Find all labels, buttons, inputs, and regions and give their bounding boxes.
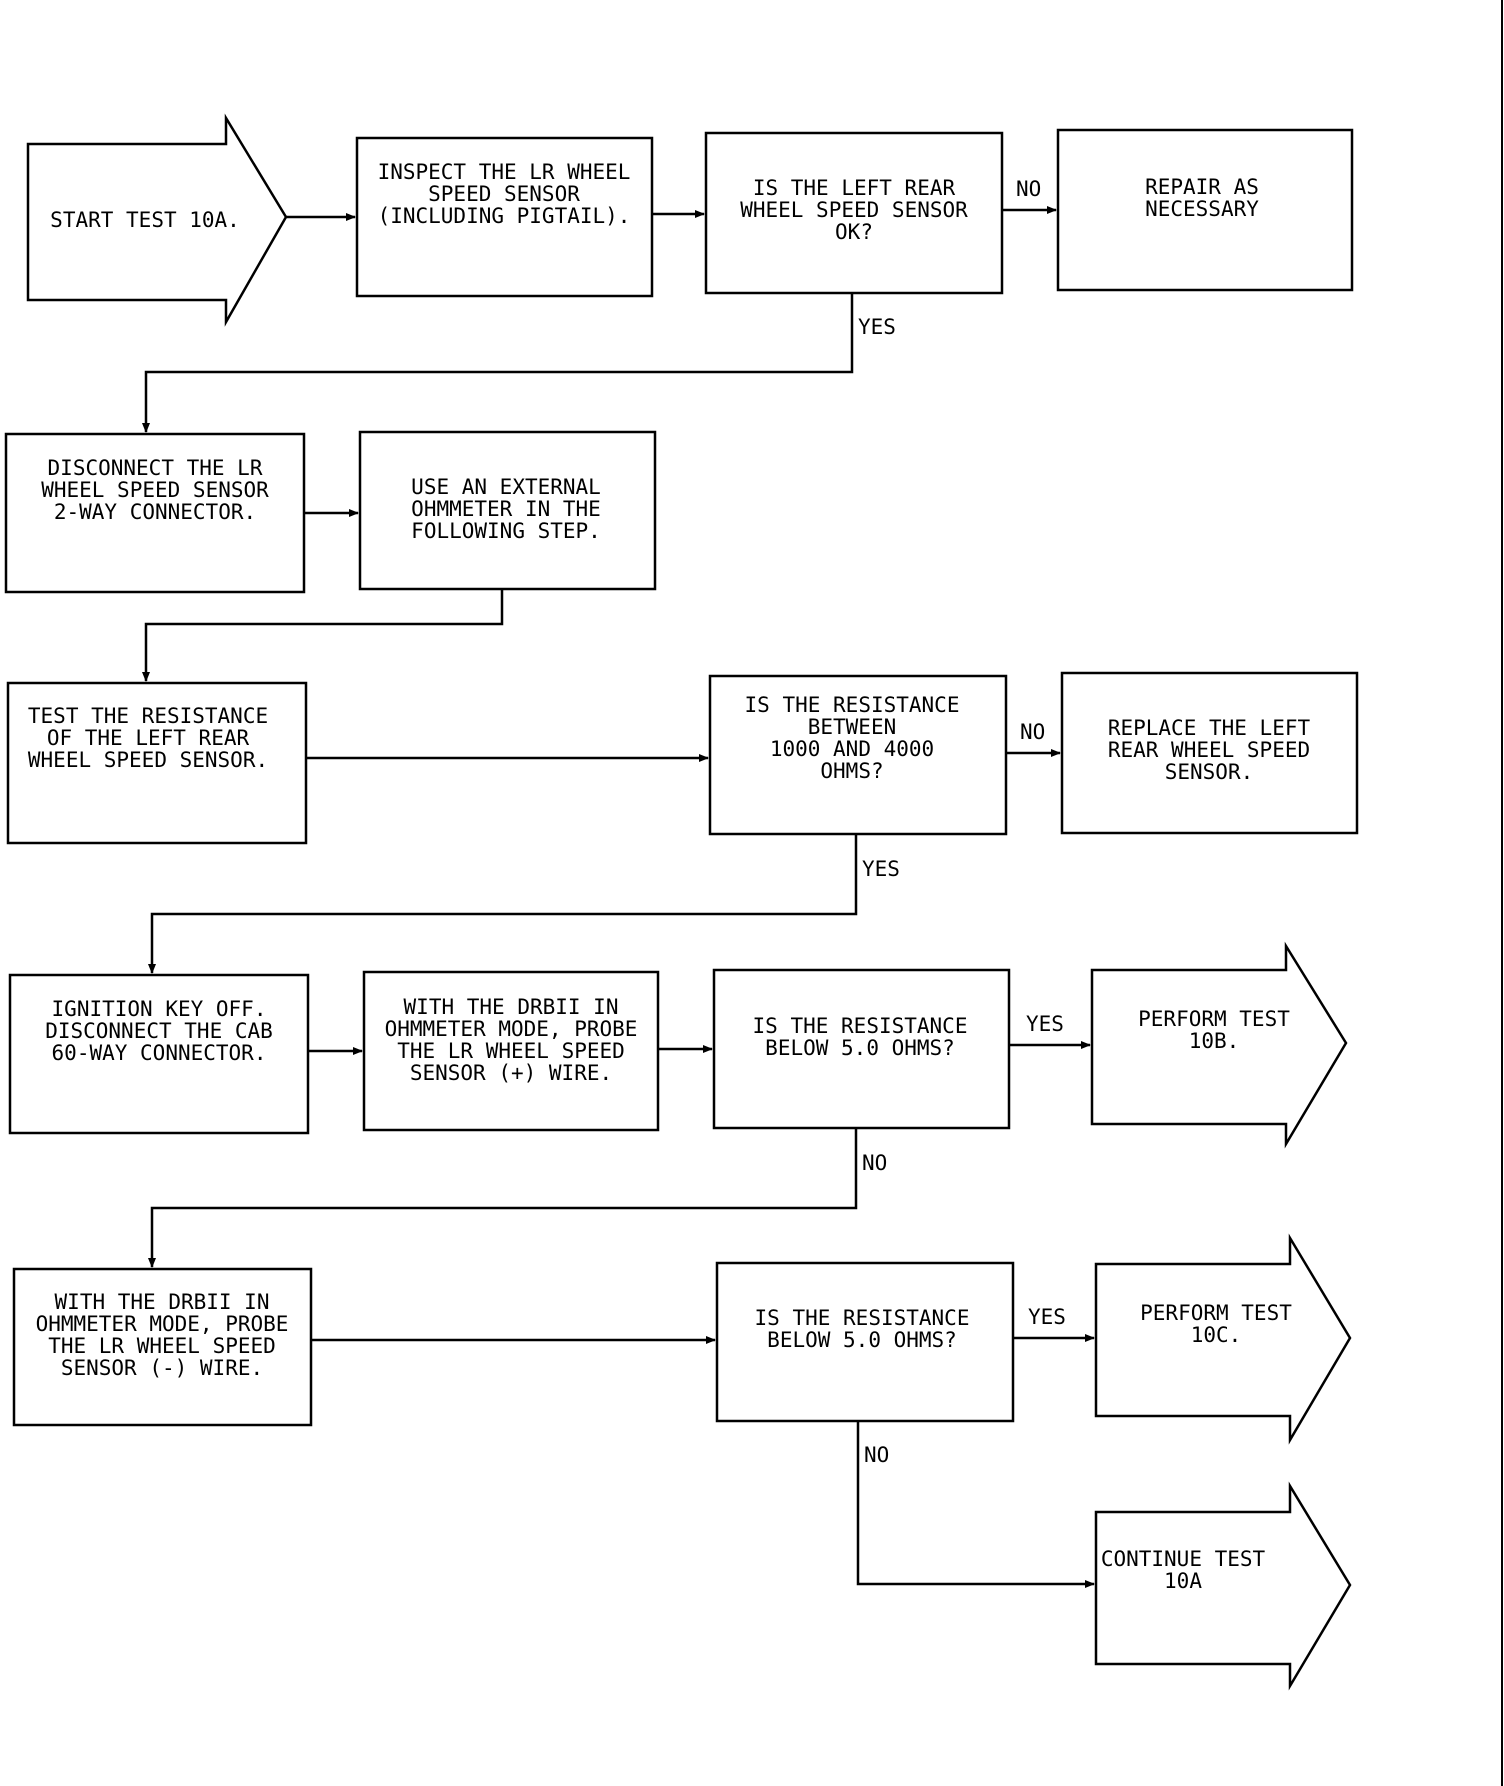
probe-minus-line: WITH THE DRBII IN [55, 1290, 270, 1314]
inspect-line: SPEED SENSOR [428, 182, 580, 206]
start-line: START TEST 10A. [50, 208, 240, 232]
q-below5-a-line: BELOW 5.0 OHMS? [765, 1036, 955, 1060]
q-sensor-ok-line: OK? [835, 220, 873, 244]
q-resistance-range-line: OHMS? [820, 759, 883, 783]
q-sensor-ok-line: WHEEL SPEED SENSOR [740, 198, 968, 222]
replace-sensor-line: SENSOR. [1165, 760, 1254, 784]
label-range-yes: YES [862, 857, 900, 881]
inspect-line: INSPECT THE LR WHEEL [378, 160, 631, 184]
probe-plus-line: THE LR WHEEL SPEED [397, 1039, 625, 1063]
test-resistance-line: TEST THE RESISTANCE [28, 704, 268, 728]
use-ohmmeter-line: USE AN EXTERNAL [411, 475, 601, 499]
q-resistance-range-line: 1000 AND 4000 [770, 737, 934, 761]
disconnect-sensor-line: WHEEL SPEED SENSOR [41, 478, 269, 502]
label-below5a-yes: YES [1026, 1012, 1064, 1036]
label-sensor-ok-no: NO [1016, 177, 1041, 201]
edge-ohmmeter-to-test [142, 589, 504, 682]
use-ohmmeter-line: OHMMETER IN THE [411, 497, 601, 521]
use-ohmmeter-line: FOLLOWING STEP. [411, 519, 601, 543]
q-below5-b-line: BELOW 5.0 OHMS? [767, 1328, 957, 1352]
repair-line: REPAIR AS [1145, 175, 1259, 199]
ignition-off-line: IGNITION KEY OFF. [52, 997, 267, 1021]
perform-10b-line: PERFORM TEST [1138, 1007, 1290, 1031]
ignition-off-line: 60-WAY CONNECTOR. [52, 1041, 267, 1065]
continue-10a-line: 10A [1164, 1569, 1202, 1593]
label-range-no: NO [1020, 720, 1045, 744]
inspect-line: (INCLUDING PIGTAIL). [378, 204, 631, 228]
test-resistance-line: OF THE LEFT REAR [47, 726, 250, 750]
probe-minus-line: THE LR WHEEL SPEED [48, 1334, 276, 1358]
q-below5-a-line: IS THE RESISTANCE [753, 1014, 968, 1038]
replace-sensor-line: REPLACE THE LEFT [1108, 716, 1311, 740]
edge-q-a-no [148, 1128, 858, 1268]
q-resistance-range-line: BETWEEN [808, 715, 897, 739]
probe-plus-line: SENSOR (+) WIRE. [410, 1061, 612, 1085]
continue-10a-line: CONTINUE TEST [1101, 1547, 1266, 1571]
q-below5-b-line: IS THE RESISTANCE [755, 1306, 970, 1330]
replace-sensor-line: REAR WHEEL SPEED [1108, 738, 1310, 762]
test-resistance-line: WHEEL SPEED SENSOR. [28, 748, 268, 772]
label-below5a-no: NO [862, 1151, 887, 1175]
probe-minus-line: OHMMETER MODE, PROBE [36, 1312, 289, 1336]
edge-labels: NO YES NO YES YES NO YES NO [858, 177, 1066, 1467]
probe-plus-line: WITH THE DRBII IN [404, 995, 619, 1019]
edge-q-sensor-yes [142, 293, 854, 433]
node-start-text: START TEST 10A. [50, 208, 240, 232]
disconnect-sensor-line: 2-WAY CONNECTOR. [54, 500, 256, 524]
label-below5b-yes: YES [1028, 1305, 1066, 1329]
probe-minus-line: SENSOR (-) WIRE. [61, 1356, 263, 1380]
perform-10b-line: 10B. [1189, 1029, 1240, 1053]
label-below5b-no: NO [864, 1443, 889, 1467]
q-sensor-ok-line: IS THE LEFT REAR [753, 176, 956, 200]
connectors [142, 206, 1095, 1588]
label-sensor-ok-yes: YES [858, 315, 896, 339]
perform-10c-line: 10C. [1191, 1323, 1242, 1347]
node-start: START TEST 10A. [26, 113, 288, 327]
repair-line: NECESSARY [1145, 197, 1259, 221]
probe-plus-line: OHMMETER MODE, PROBE [385, 1017, 638, 1041]
edge-q-range-yes [148, 834, 858, 974]
edge-q-b-no [856, 1421, 1095, 1588]
ignition-off-line: DISCONNECT THE CAB [45, 1019, 273, 1043]
q-resistance-range-line: IS THE RESISTANCE [745, 693, 960, 717]
disconnect-sensor-line: DISCONNECT THE LR [48, 456, 263, 480]
perform-10c-line: PERFORM TEST [1140, 1301, 1292, 1325]
